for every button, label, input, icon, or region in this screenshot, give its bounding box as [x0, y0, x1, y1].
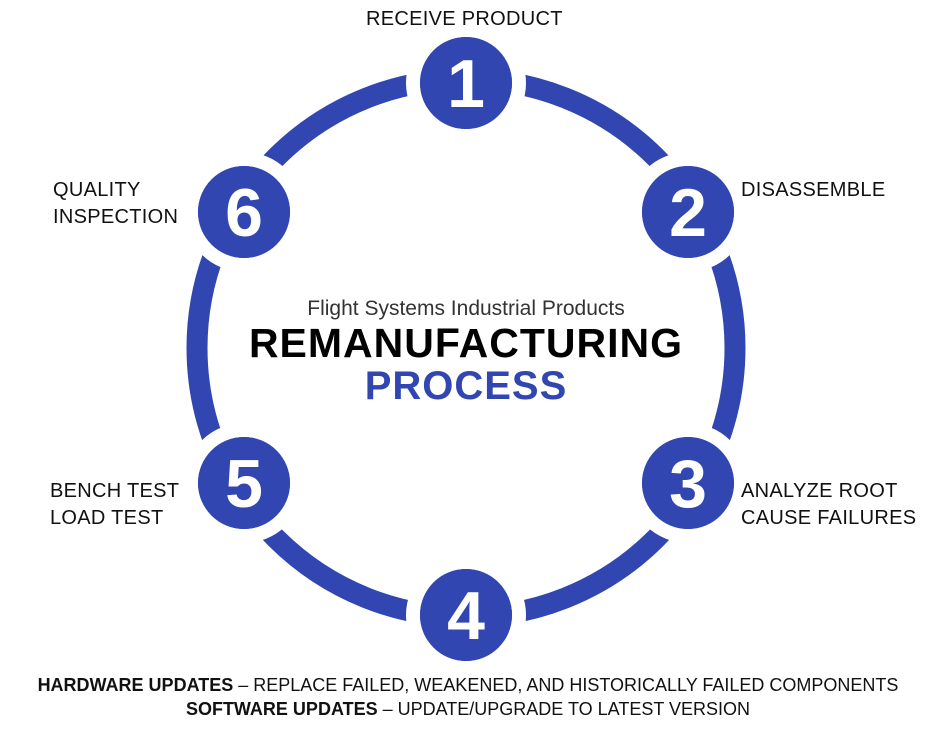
step-2-label: DISASSEMBLE	[741, 179, 886, 201]
step-4-node-fill	[420, 569, 512, 661]
footer-software-text: – UPDATE/UPGRADE TO LATEST VERSION	[377, 699, 751, 719]
step-3-label: ANALYZE ROOT CAUSE FAILURES	[741, 478, 916, 532]
step-6-label-line2: INSPECTION	[53, 206, 179, 228]
center-title: Flight Systems Industrial Products REMAN…	[216, 297, 716, 407]
step-3-label-line2: CAUSE FAILURES	[741, 507, 917, 529]
step-2-node-fill	[642, 166, 734, 258]
step-5-node-fill	[198, 437, 290, 529]
footer-hardware: HARDWARE UPDATES – REPLACE FAILED, WEAKE…	[0, 675, 936, 696]
step-3-number: 3	[669, 446, 707, 522]
step-1-number: 1	[447, 46, 485, 122]
step-4-number: 4	[447, 578, 485, 654]
step-1-node-fill	[420, 37, 512, 129]
step-6-number: 6	[225, 175, 263, 251]
step-6-label-line1: QUALITY	[53, 179, 141, 201]
footer-software-bold: SOFTWARE UPDATES	[185, 699, 378, 719]
step-3-node-fill	[642, 437, 734, 529]
step-5-label-line1: BENCH TEST	[50, 480, 180, 502]
step-5-label-line2: LOAD TEST	[50, 507, 164, 529]
step-6-node-fill	[198, 166, 290, 258]
footer-hardware-text: – REPLACE FAILED, WEAKENED, AND HISTORIC…	[233, 675, 899, 695]
footer-software: SOFTWARE UPDATES – UPDATE/UPGRADE TO LAT…	[0, 699, 936, 720]
step-6-label: QUALITY INSPECTION	[53, 177, 178, 231]
step-3-label-line1: ANALYZE ROOT	[741, 480, 898, 502]
title-line1: REMANUFACTURING	[248, 320, 684, 366]
step-5-label: BENCH TEST LOAD TEST	[50, 478, 179, 532]
step-1-label: RECEIVE PRODUCT	[366, 8, 563, 30]
step-2-number: 2	[669, 175, 707, 251]
footer-hardware-bold: HARDWARE UPDATES	[37, 675, 234, 695]
step-5-number: 5	[225, 446, 263, 522]
subtitle: Flight Systems Industrial Products	[307, 297, 625, 320]
title-line2: PROCESS	[364, 364, 568, 408]
